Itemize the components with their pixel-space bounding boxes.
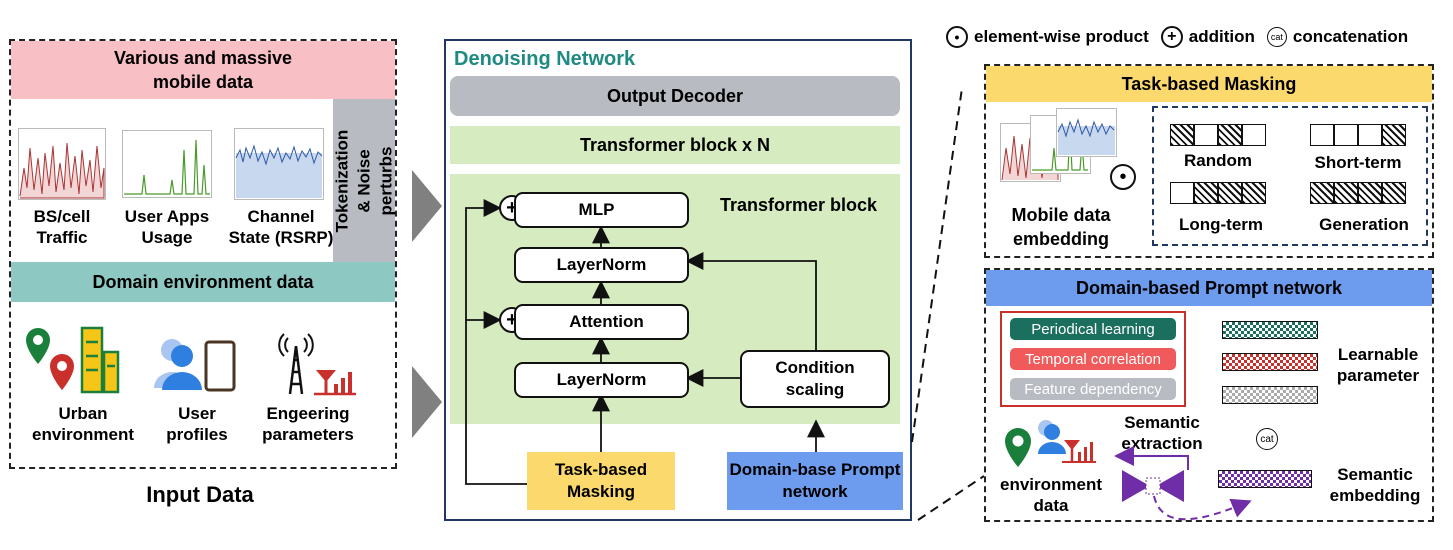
random-mask [1170,124,1266,146]
feature-param-bar [1222,386,1318,404]
random-label: Random [1184,151,1252,170]
mobile-embedding-label: Mobile data embedding [1011,205,1111,249]
urban-env-label: Urban environment [31,404,135,444]
temporal-correlation-tag: Temporal correlation [1010,348,1176,370]
long-term-mask [1170,182,1266,204]
eng-params-label: Engeering parameters [262,404,354,444]
input-arrows [412,170,442,438]
environment-data-label: environment data [999,475,1103,515]
transformer-block-label: Transformer block [720,195,878,215]
short-term-mask [1310,124,1406,146]
bs-traffic-chart [18,128,106,200]
layernorm-top-block: LayerNorm [514,247,689,283]
concatenation-icon: cat [1266,27,1287,47]
periodical-learning-tag: Periodical learning [1010,318,1176,340]
mask-patterns-box [1152,106,1428,246]
user-profiles-icon [154,339,236,392]
legend-product-label: element-wise product [974,27,1149,46]
semantic-extraction-graphic [1114,446,1252,521]
condition-scaling-block: Condition scaling [740,350,890,408]
legend: • element-wise product + addition cat co… [946,26,1408,48]
input-data-caption: Input Data [146,482,254,507]
engineering-parameters-icon [278,333,356,396]
transformer-block-n: Transformer block x N [450,126,900,164]
generation-label: Generation [1319,215,1409,234]
environment-data-icon [1005,420,1096,467]
prompt-network-panel [984,268,1434,522]
mobile-data-stack-icon [1000,108,1117,182]
zoom-lines [911,87,985,521]
denoising-network-title: Denoising Network [454,48,636,70]
short-term-label: Short-term [1314,153,1402,172]
mlp-block: MLP [514,192,689,228]
prompt-types-box [1000,311,1186,407]
bs-traffic-label: BS/cell Traffic [33,207,91,247]
app-usage-chart [122,130,212,198]
prompt-network-header: Domain-based Prompt network [986,270,1432,306]
attention-block: Attention [514,304,689,340]
mobile-data-header: Various and massive mobile data [11,41,395,99]
generation-mask [1310,182,1406,204]
legend-addition-label: addition [1188,27,1255,46]
input-data-panel [9,39,397,469]
addition-icon: + [1160,26,1183,48]
app-usage-label: User Apps Usage [124,207,210,247]
tokenization-bar: Tokenization & Noise perturbs [332,99,395,262]
element-wise-product-icon: • [946,26,968,48]
domain-env-header: Domain environment data [11,262,395,302]
network-connectors [465,199,825,485]
semantic-extraction-label: Semantic extraction [1121,413,1203,453]
task-masking-header: Task-based Masking [986,66,1432,102]
semantic-embedding-label: Semantic embedding [1329,465,1421,505]
urban-environment-icon [26,326,120,394]
feature-dependency-tag: Feature dependency [1010,378,1176,400]
learnable-parameter-label: Learnable parameter [1336,345,1420,385]
concatenation-icon: cat [1256,428,1278,450]
long-term-label: Long-term [1178,215,1264,234]
denoising-network-panel [444,39,912,521]
domain-prompt-input: Domain-base Prompt network [727,452,903,510]
temporal-param-bar [1222,353,1318,371]
channel-state-chart [234,128,324,200]
layernorm-bottom-block: LayerNorm [514,362,689,398]
output-decoder: Output Decoder [450,76,900,116]
periodical-param-bar [1222,321,1318,339]
task-masking-panel [984,64,1434,258]
semantic-embedding-bar [1218,470,1312,488]
channel-state-label: Channel State (RSRP) [228,207,334,247]
user-profiles-label: User profiles [166,404,228,444]
legend-concatenation-label: concatenation [1292,27,1409,46]
task-masking-input: Task-based Masking [527,452,675,510]
element-wise-product-icon: • [1110,164,1136,190]
